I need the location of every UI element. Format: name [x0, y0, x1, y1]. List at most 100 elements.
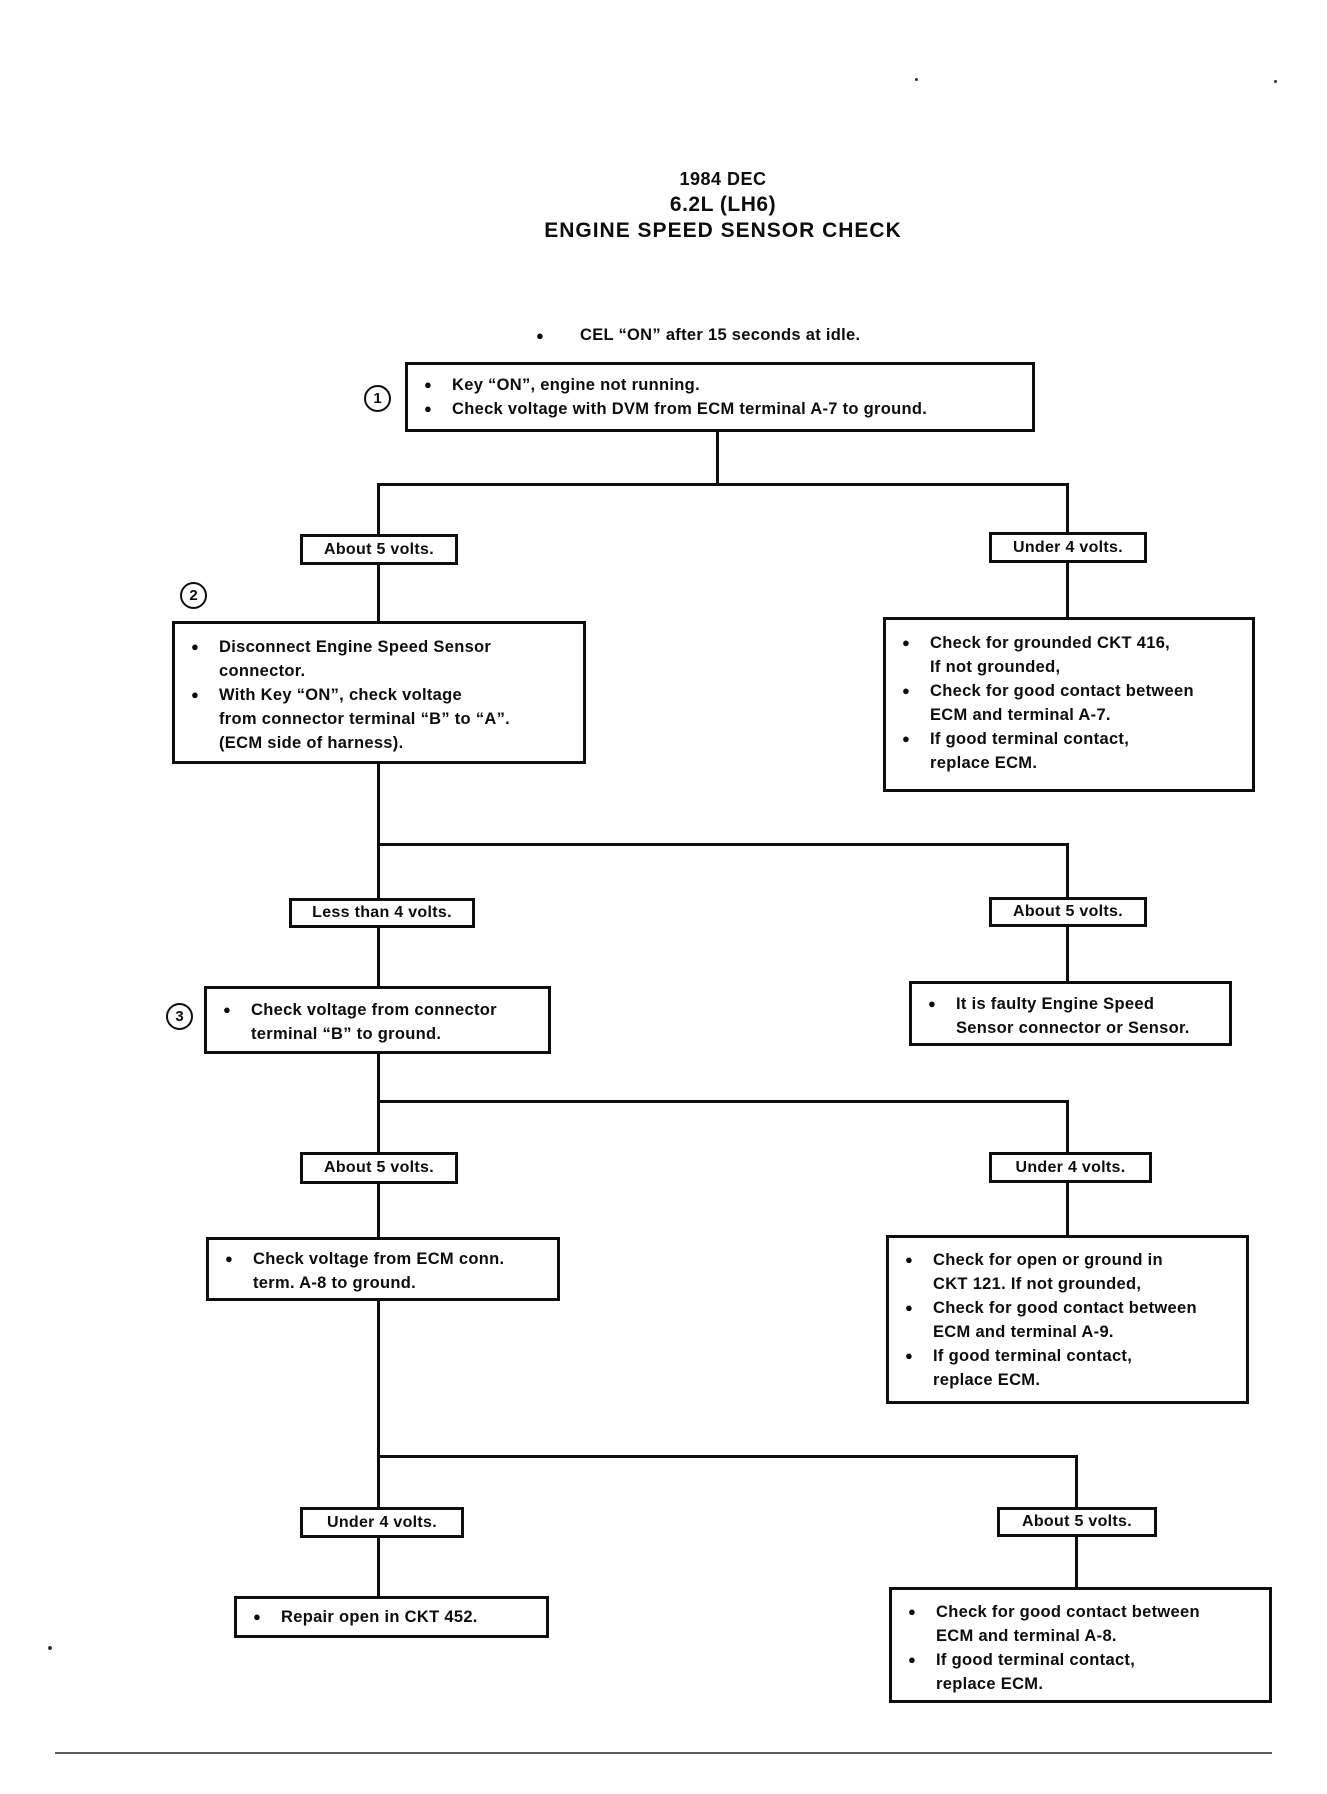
title-engine: 6.2L (LH6) [669, 193, 777, 216]
step1-number: 1 [373, 390, 382, 407]
check-a8-voltage-box: ● Check voltage from ECM conn. term. A-8… [206, 1237, 560, 1301]
step3-text-1: Check voltage from connector terminal “B… [251, 1001, 497, 1043]
step2-number: 2 [189, 587, 198, 604]
step1-box: ● Key “ON”, engine not running. ● Check … [405, 362, 1035, 432]
connector-line [377, 843, 1069, 846]
ckt121-text-2: Check for good contact between ECM and t… [933, 1299, 1197, 1341]
connector-line [377, 1054, 380, 1152]
level3-left-text: Less than 4 volts. [312, 904, 452, 921]
ckt416-text-3: If good terminal contact, replace ECM. [930, 730, 1130, 772]
step2-text-2: With Key “ON”, check voltage from connec… [219, 686, 511, 752]
connector-line [716, 432, 719, 483]
bullet-icon: ● [902, 635, 910, 650]
ckt416-bullet-2: ● Check for good contact between ECM and… [902, 679, 1244, 727]
ckt452-bullet-1: ● Repair open in CKT 452. [253, 1605, 538, 1629]
connector-line [377, 1301, 380, 1507]
a8-contact-bullet-1: ● Check for good contact between ECM and… [908, 1600, 1261, 1648]
a8-voltage-bullet-1: ● Check voltage from ECM conn. term. A-8… [225, 1247, 549, 1295]
connector-line [1066, 843, 1069, 897]
connector-line [377, 483, 380, 534]
level5-left-label: Under 4 volts. [300, 1507, 464, 1538]
bullet-icon: ● [191, 639, 199, 654]
repair-ckt452-box: ● Repair open in CKT 452. [234, 1596, 549, 1638]
connector-line [1075, 1537, 1078, 1587]
bullet-icon: ● [905, 1348, 913, 1363]
step2-box: ● Disconnect Engine Speed Sensor connect… [172, 621, 586, 764]
level2-right-text: Under 4 volts. [1012, 538, 1123, 556]
ckt121-bullet-3: ● If good terminal contact, replace ECM. [905, 1344, 1238, 1392]
step2-number-badge: 2 [180, 582, 207, 609]
level3-left-label: Less than 4 volts. [289, 898, 475, 928]
level4-left-text: About 5 volts. [324, 1159, 434, 1176]
title-check-name: ENGINE SPEED SENSOR CHECK [544, 219, 902, 242]
intro-condition: ● CEL “ON” after 15 seconds at idle. [536, 324, 860, 348]
connector-line [377, 764, 380, 898]
bullet-icon: ● [908, 1652, 916, 1667]
scan-speck [48, 1646, 52, 1650]
step1-bullet-1: ● Key “ON”, engine not running. [424, 373, 1024, 397]
ckt416-bullet-3: ● If good terminal contact, replace ECM. [902, 727, 1244, 775]
step1-text-2: Check voltage with DVM from ECM terminal… [452, 400, 928, 418]
step2-bullet-1: ● Disconnect Engine Speed Sensor connect… [191, 635, 575, 683]
bullet-icon: ● [223, 1002, 231, 1017]
connector-line [377, 565, 380, 621]
bullet-icon: ● [905, 1252, 913, 1267]
connector-line [1075, 1455, 1078, 1507]
connector-line [1066, 927, 1069, 981]
a8-contact-box: ● Check for good contact between ECM and… [889, 1587, 1272, 1703]
ckt121-bullet-2: ● Check for good contact between ECM and… [905, 1296, 1238, 1344]
ckt416-text-2: Check for good contact between ECM and t… [930, 682, 1194, 724]
connector-line [1066, 1100, 1069, 1152]
title-date: 1984 DEC [679, 169, 767, 189]
bullet-icon: ● [536, 328, 544, 343]
a8-contact-text-1: Check for good contact between ECM and t… [936, 1603, 1200, 1645]
connector-line [1066, 563, 1069, 617]
ckt121-text-1: Check for open or ground in CKT 121. If … [933, 1251, 1163, 1293]
connector-line [1066, 483, 1069, 532]
ckt121-bullet-1: ● Check for open or ground in CKT 121. I… [905, 1248, 1238, 1296]
bullet-icon: ● [928, 996, 936, 1011]
level3-right-label: About 5 volts. [989, 897, 1147, 927]
bullet-icon: ● [902, 683, 910, 698]
bullet-icon: ● [424, 377, 432, 392]
bullet-icon: ● [225, 1251, 233, 1266]
connector-line [377, 1100, 1069, 1103]
level5-right-text: About 5 volts. [1022, 1513, 1132, 1530]
bullet-icon: ● [908, 1604, 916, 1619]
a8-voltage-text-1: Check voltage from ECM conn. term. A-8 t… [253, 1250, 505, 1292]
step1-number-badge: 1 [364, 385, 391, 412]
level5-left-text: Under 4 volts. [326, 1513, 437, 1531]
faulty-sensor-bullet-1: ● It is faulty Engine Speed Sensor conne… [928, 992, 1221, 1040]
bullet-icon: ● [191, 687, 199, 702]
connector-line [377, 1455, 1078, 1458]
ckt416-bullet-1: ● Check for grounded CKT 416, If not gro… [902, 631, 1244, 679]
page-bottom-rule [55, 1752, 1272, 1754]
a8-contact-bullet-2: ● If good terminal contact, replace ECM. [908, 1648, 1261, 1696]
step3-number-badge: 3 [166, 1003, 193, 1030]
step3-number: 3 [175, 1008, 184, 1025]
connector-line [1066, 1183, 1069, 1235]
level2-left-text: About 5 volts. [324, 540, 434, 558]
level4-right-text: Under 4 volts. [1015, 1158, 1126, 1176]
connector-line [377, 928, 380, 986]
level4-left-label: About 5 volts. [300, 1152, 458, 1184]
step1-bullet-2: ● Check voltage with DVM from ECM termin… [424, 397, 1024, 421]
a8-contact-text-2: If good terminal contact, replace ECM. [936, 1651, 1136, 1693]
ckt416-text-1: Check for grounded CKT 416, If not groun… [930, 634, 1171, 676]
step3-box: ● Check voltage from connector terminal … [204, 986, 551, 1054]
connector-line [377, 1184, 380, 1237]
level3-right-text: About 5 volts. [1013, 903, 1123, 920]
page-title: 1984 DEC 6.2L (LH6) ENGINE SPEED SENSOR … [423, 166, 1023, 244]
step2-bullet-2: ● With Key “ON”, check voltage from conn… [191, 683, 575, 755]
bullet-icon: ● [905, 1300, 913, 1315]
ckt121-text-3: If good terminal contact, replace ECM. [933, 1347, 1133, 1389]
result-box-ckt416: ● Check for grounded CKT 416, If not gro… [883, 617, 1255, 792]
scan-speck [915, 78, 918, 81]
step2-text-1: Disconnect Engine Speed Sensor connector… [219, 638, 492, 680]
faulty-sensor-text-1: It is faulty Engine Speed Sensor connect… [956, 995, 1190, 1037]
connector-line [377, 1538, 380, 1596]
result-box-ckt121: ● Check for open or ground in CKT 121. I… [886, 1235, 1249, 1404]
bullet-icon: ● [902, 731, 910, 746]
bullet-icon: ● [253, 1609, 261, 1624]
